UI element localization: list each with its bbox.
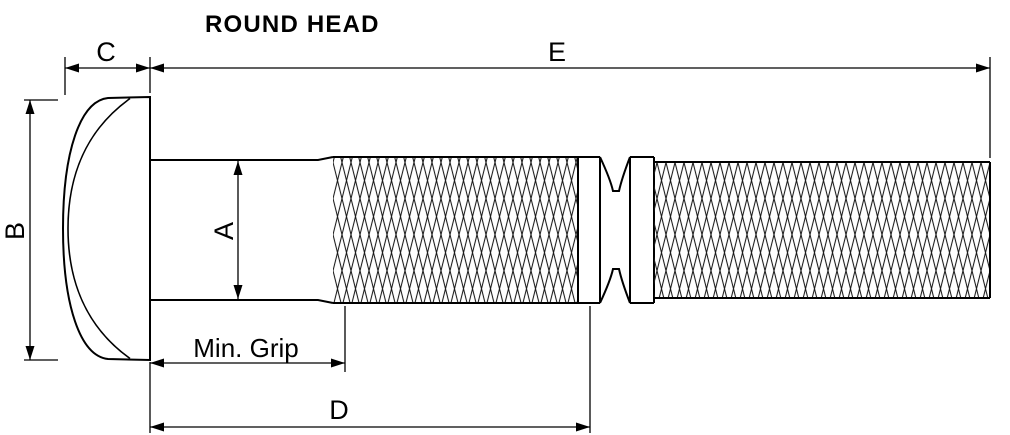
neck-groove — [599, 156, 631, 304]
label-head-diameter-b: B — [0, 222, 30, 240]
label-body-length-d: D — [329, 395, 349, 425]
label-overall-length-e: E — [548, 37, 566, 67]
thread-section-2-crosshatch — [654, 162, 990, 298]
thread-section-2-outline — [654, 161, 991, 299]
bolt-head-outline — [61, 95, 151, 362]
shank-outline — [150, 156, 334, 304]
extension-lines — [24, 57, 991, 433]
bolt-head-crown-arc — [67, 97, 131, 360]
thread-section-1-crosshatch — [333, 157, 578, 303]
thread-runout-ring — [578, 156, 601, 304]
collar-outline — [629, 156, 655, 304]
drawing-title: ROUND HEAD — [205, 11, 380, 38]
thread-section-1-outline — [333, 156, 579, 304]
dimension-lines — [24, 57, 991, 433]
bolt-body — [61, 95, 991, 362]
label-min-grip: Min. Grip — [193, 333, 298, 363]
label-head-width-c: C — [96, 37, 116, 67]
label-shank-diameter-a: A — [209, 222, 239, 240]
